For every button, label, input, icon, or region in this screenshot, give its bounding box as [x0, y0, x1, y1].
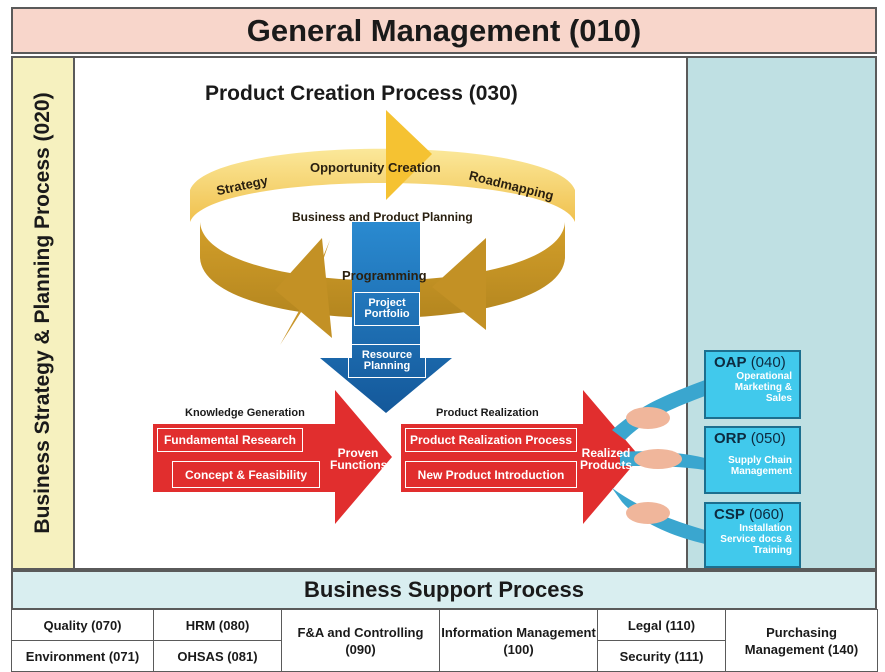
orp-code: ORP — [714, 430, 747, 447]
support-security: Security (111) — [597, 640, 726, 672]
support-purchasing: Purchasing Management (140) — [725, 609, 878, 672]
ring-label-programming: Programming — [342, 268, 427, 283]
project-portfolio-label: Project Portfolio — [364, 297, 410, 320]
ring-front — [190, 148, 575, 222]
support-hrm: HRM (080) — [153, 609, 282, 641]
hand-orp — [634, 449, 682, 469]
realized-products-label: Realized Products — [580, 446, 633, 472]
product-creation-title: Product Creation Process (030) — [205, 82, 518, 105]
concept-feasibility-box: Concept & Feasibility — [172, 461, 320, 488]
concept-feasibility-label: Concept & Feasibility — [184, 467, 308, 482]
general-management-label: General Management (010) — [246, 12, 642, 48]
resource-planning-box: Resource Planning — [348, 344, 426, 378]
ring-arrow-head-left — [275, 238, 332, 338]
blue-down-arrow — [320, 222, 452, 413]
project-portfolio-box: Project Portfolio — [354, 292, 420, 326]
npi-box: New Product Introduction — [405, 461, 577, 488]
realization-process-label: Product Realization Process — [409, 433, 573, 447]
support-fa: F&A and Controlling (090) — [281, 609, 440, 672]
oap-number: (040) — [750, 354, 786, 371]
oap-subtitle: Operational Marketing & Sales — [734, 371, 792, 404]
hand-csp — [626, 502, 670, 524]
orp-subtitle: Supply Chain Management — [728, 455, 792, 477]
business-support-bar: Business Support Process — [11, 570, 877, 610]
fundamental-research-label: Fundamental Research — [163, 433, 297, 447]
red-arrow-realization — [401, 390, 640, 524]
support-environment: Environment (071) — [11, 640, 154, 672]
knowledge-generation-title: Knowledge Generation — [185, 407, 305, 419]
resource-planning-label: Resource Planning — [361, 349, 413, 372]
support-info: Information Management (100) — [439, 609, 598, 672]
realization-process-box: Product Realization Process — [405, 428, 577, 452]
fundamental-research-box: Fundamental Research — [157, 428, 303, 452]
proven-functions-label: Proven Functions — [330, 446, 388, 472]
ring-label-opportunity: Opportunity Creation — [310, 160, 441, 175]
orp-heading: ORP (050) — [706, 428, 799, 447]
orp-number: (050) — [750, 430, 786, 447]
ring-label-bpp: Business and Product Planning — [292, 210, 473, 224]
oap-heading: OAP (040) — [706, 352, 799, 371]
ring-arrow-head-top — [386, 110, 432, 200]
csp-code: CSP — [714, 506, 745, 523]
hand-oap — [626, 407, 670, 429]
support-table: Quality (070) HRM (080) F&A and Controll… — [11, 609, 878, 672]
red-arrow-knowledge — [153, 390, 392, 524]
csp-heading: CSP (060) — [706, 504, 799, 523]
ring-arrow-head-right — [432, 238, 486, 330]
oap-box: OAP (040) Operational Marketing & Sales — [704, 350, 801, 419]
business-strategy-column: Business Strategy & Planning Process (02… — [11, 56, 75, 570]
support-legal: Legal (110) — [597, 609, 726, 641]
support-ohsas: OHSAS (081) — [153, 640, 282, 672]
support-quality: Quality (070) — [11, 609, 154, 641]
oap-code: OAP — [714, 354, 747, 371]
orp-box: ORP (050) Supply Chain Management — [704, 426, 801, 494]
npi-label: New Product Introduction — [417, 467, 565, 482]
product-realization-title: Product Realization — [436, 407, 539, 419]
csp-subtitle: Installation Service docs & Training — [720, 523, 792, 556]
csp-box: CSP (060) Installation Service docs & Tr… — [704, 502, 801, 568]
general-management-bar: General Management (010) — [11, 7, 877, 54]
csp-number: (060) — [749, 506, 785, 523]
business-support-label: Business Support Process — [304, 577, 584, 602]
